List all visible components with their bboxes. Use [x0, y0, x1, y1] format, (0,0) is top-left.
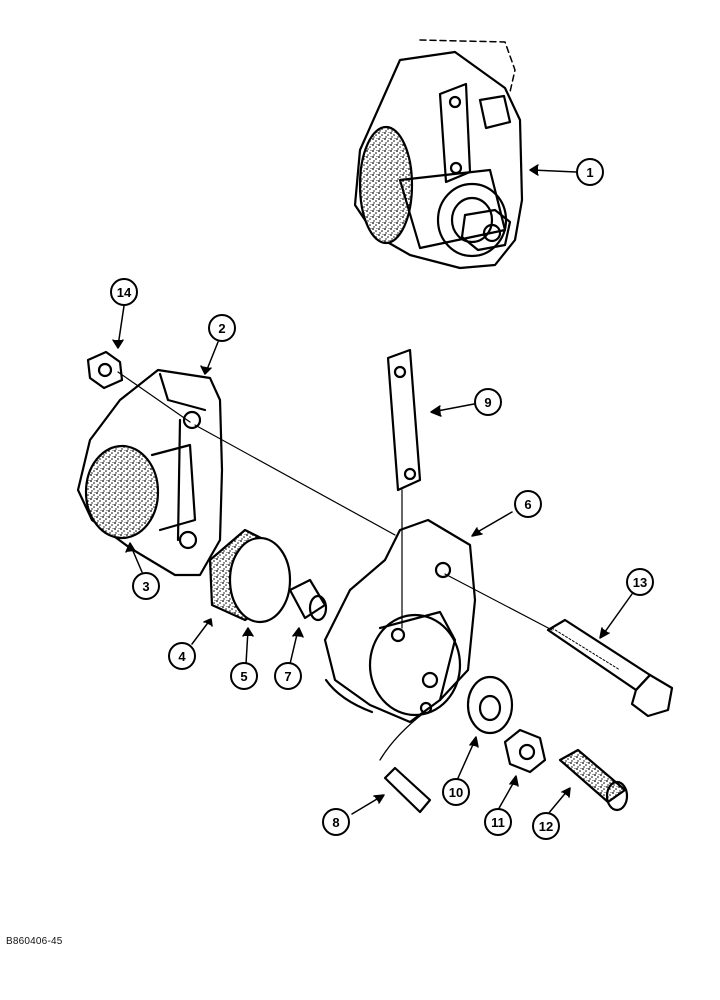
- callout-8: 8: [322, 808, 350, 836]
- nut-item-11: [503, 728, 547, 774]
- svg-text:14: 14: [117, 285, 132, 300]
- roll-pin-item-8: [379, 711, 432, 814]
- leader-lines: [112, 164, 633, 815]
- svg-text:7: 7: [284, 669, 291, 684]
- svg-text:6: 6: [524, 497, 531, 512]
- callout-11: 11: [484, 808, 512, 836]
- figure-code: B860406-45: [6, 936, 63, 947]
- callout-4: 4: [168, 642, 196, 670]
- callout-9: 9: [474, 388, 502, 416]
- callout-2: 2: [208, 314, 236, 342]
- svg-text:3: 3: [142, 579, 149, 594]
- pad-puck-item-5: [208, 528, 292, 624]
- svg-text:2: 2: [218, 321, 225, 336]
- callout-6: 6: [514, 490, 542, 518]
- assembly-lines: [117, 371, 553, 631]
- callout-3: 3: [132, 572, 160, 600]
- pin-item-7: [288, 578, 328, 622]
- stud-item-12: [558, 748, 629, 812]
- washer-item-10: [466, 675, 514, 735]
- link-bar-item-9: [386, 348, 422, 492]
- callout-1: 1: [576, 158, 604, 186]
- callout-10: 10: [442, 778, 470, 806]
- callout-14: 14: [110, 278, 138, 306]
- svg-text:8: 8: [332, 815, 339, 830]
- callout-7: 7: [274, 662, 302, 690]
- callout-12: 12: [532, 812, 560, 840]
- brake-pad-item-3: [84, 444, 160, 540]
- svg-text:5: 5: [240, 669, 247, 684]
- svg-text:10: 10: [449, 785, 463, 800]
- callout-5: 5: [230, 662, 258, 690]
- callout-13: 13: [626, 568, 654, 596]
- svg-text:13: 13: [633, 575, 647, 590]
- bolt-item-13: [546, 618, 674, 718]
- caliper-assembly: [353, 39, 524, 270]
- svg-text:11: 11: [491, 815, 505, 830]
- svg-text:9: 9: [484, 395, 491, 410]
- caliper-half-item-2: [76, 368, 224, 577]
- svg-text:12: 12: [539, 819, 553, 834]
- svg-text:4: 4: [178, 649, 186, 664]
- svg-text:1: 1: [586, 165, 593, 180]
- caliper-half-item-6: [323, 518, 477, 724]
- nut-item-14: [86, 350, 124, 390]
